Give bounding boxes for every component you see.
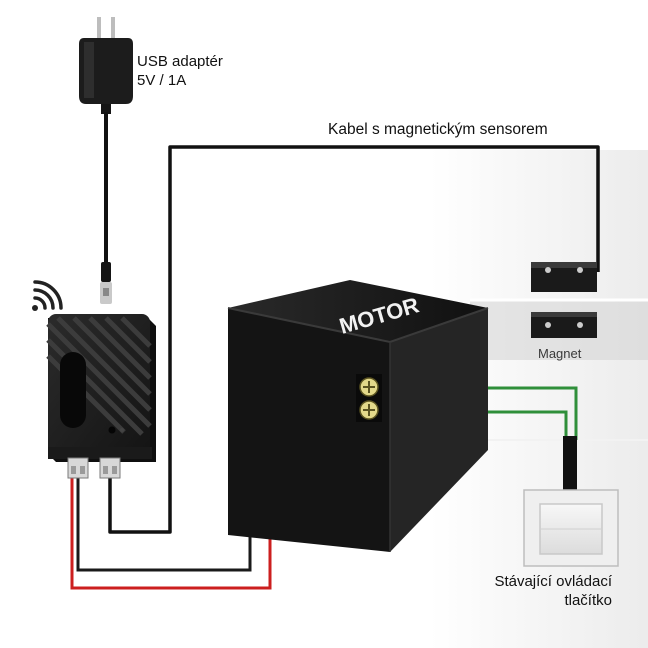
smart-controller — [46, 314, 156, 479]
usb-adapter-label-line1: USB adaptér — [137, 53, 223, 70]
usb-adapter-label: USB adaptér 5V / 1A — [137, 52, 223, 90]
magnetic-sensor — [531, 262, 597, 292]
usb-adapter-label-line2: 5V / 1A — [137, 72, 187, 89]
switch-cable — [563, 436, 577, 496]
sensor-cable-label: Kabel s magnetickým sensorem — [328, 121, 548, 138]
terminal-screw-icon — [359, 400, 379, 420]
terminal-block — [356, 374, 382, 422]
wall-push-button — [523, 489, 619, 567]
usb-plug-icon — [100, 282, 112, 304]
wifi-icon — [32, 280, 63, 311]
wall-button-label-line2: tlačítko — [564, 592, 612, 609]
sensor-cable — [108, 145, 600, 534]
usb-adapter — [79, 17, 133, 304]
wall-button-label-line1: Stávající ovládací — [494, 573, 612, 590]
wall-button-label: Stávající ovládací tlačítko — [464, 572, 612, 610]
garage-motor: MOTOR — [227, 280, 489, 552]
terminal-screw-icon — [359, 377, 379, 397]
magnet-label: Magnet — [538, 346, 582, 361]
magnet — [531, 312, 597, 338]
